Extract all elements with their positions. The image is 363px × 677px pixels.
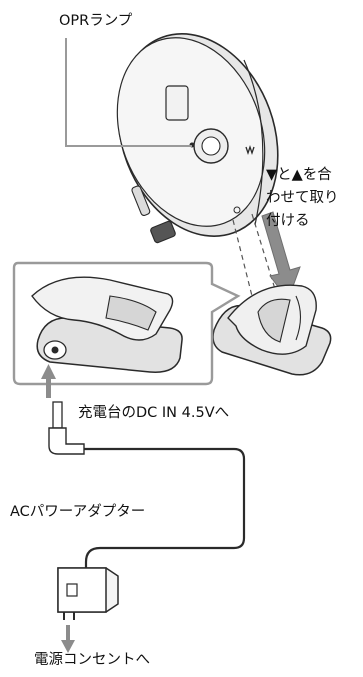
dc-in-label: 充電台のDC IN 4.5Vへ: [78, 405, 230, 421]
align-instruction-line2: わせて取り: [266, 190, 339, 206]
ac-adapter: [57, 567, 119, 620]
down-arrow-icon: [61, 625, 75, 653]
insert-arrow-icon: [261, 211, 301, 302]
ac-adapter-label: ACパワーアダプター: [10, 504, 146, 520]
up-arrow-icon: [41, 364, 56, 398]
align-instruction-line1: ▼と▲を合: [266, 167, 332, 183]
adapter-cable: [84, 447, 246, 578]
opr-leader-line: [65, 38, 192, 147]
outlet-label: 電源コンセントへ: [34, 652, 150, 668]
zoomed-cradle: [31, 276, 183, 373]
walkman-logo-icon: [245, 144, 255, 156]
charging-cradle: [212, 284, 332, 376]
align-instruction-line3: 付ける: [266, 213, 310, 229]
display-window: [165, 85, 189, 121]
cd-player: [116, 33, 279, 244]
dc-plug: [48, 401, 85, 455]
opr-lamp-label: OPRランプ: [59, 13, 133, 29]
